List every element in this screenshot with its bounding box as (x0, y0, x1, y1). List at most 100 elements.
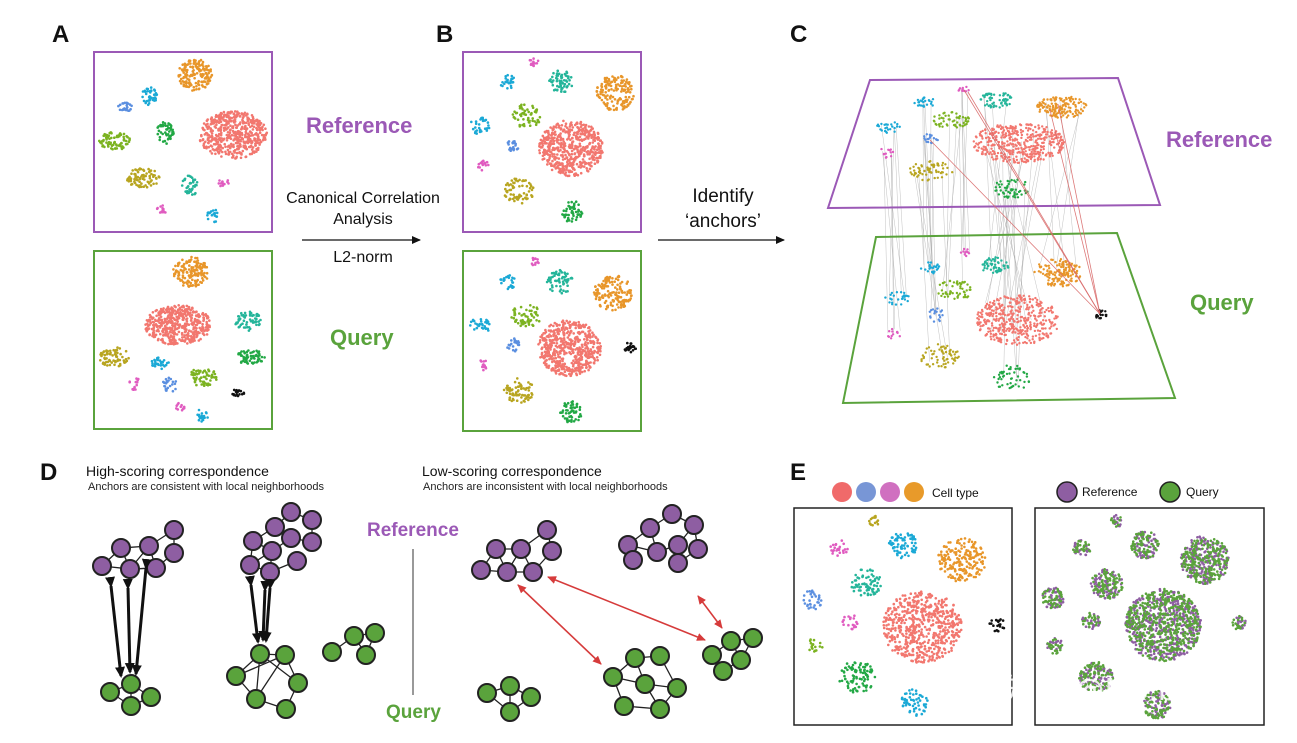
legend-cell-type-swatch (880, 482, 900, 502)
cca-label-line2: Analysis (333, 211, 393, 228)
panel-label-b: B (436, 21, 453, 48)
panel-c-ref-cluster (1036, 95, 1088, 119)
graph-node (614, 696, 634, 716)
graph-node (713, 661, 733, 681)
panel-e-dataset-box (1034, 507, 1265, 726)
anchor-line (1011, 151, 1043, 325)
graph-node (120, 559, 140, 579)
legend-cell-type-swatch (904, 482, 924, 502)
panel-c-ref-cluster (932, 111, 970, 129)
panel-label-a: A (52, 21, 69, 48)
legend-cell-type-swatch (856, 482, 876, 502)
query-graph-low-2 (603, 646, 687, 719)
panel-e-celltype-cluster (887, 532, 918, 560)
cca-label-line1: Canonical Correlation (286, 190, 440, 207)
panel-c-ref-cluster (909, 160, 954, 182)
panel-b-query-cluster (592, 274, 633, 312)
graph-node (100, 682, 120, 702)
graph-node (250, 644, 270, 664)
panel-c-query-cluster (937, 279, 972, 300)
query-graph-low-3 (702, 628, 763, 681)
graph-node (164, 520, 184, 540)
panel-e-celltype-cluster (841, 614, 859, 631)
anchor-line (983, 94, 992, 268)
good-anchor-arrow (258, 580, 271, 642)
graph-node (92, 556, 112, 576)
panel-c-query-cluster (981, 256, 1010, 274)
identify-label-line2: ‘anchors’ (685, 211, 761, 232)
panel-e-query-cells (1081, 611, 1101, 629)
anchor-line (1000, 134, 1045, 319)
graph-node (288, 673, 308, 693)
panel-e-celltype-cluster (882, 590, 963, 664)
graph-node (623, 550, 643, 570)
panel-c-query-label: Query (1190, 290, 1254, 315)
panel-e-query-cells (1180, 538, 1230, 585)
panel-a (93, 51, 273, 430)
panel-a-query-cluster (162, 376, 178, 393)
panel-e-celltype-cluster (808, 638, 824, 653)
panel-c-query-cluster (1033, 258, 1082, 288)
graph-node (356, 645, 376, 665)
panel-c (826, 76, 1177, 405)
graph-node (262, 541, 282, 561)
panel-b-query-cluster (469, 318, 491, 332)
anchor-line (1055, 111, 1080, 268)
graph-node (500, 676, 520, 696)
neighborhood-graphs (92, 502, 763, 722)
anchor-line (922, 102, 925, 265)
panel-a-ref-cluster (180, 174, 199, 196)
graph-node (302, 532, 322, 552)
panel-b-ref-cluster (477, 159, 490, 172)
panel-e-celltype-cluster (838, 661, 877, 694)
panel-c-ref-cluster (972, 123, 1066, 164)
panel-d: High-scoring correspondence Anchors are … (86, 463, 763, 723)
panel-c-ref-cluster (994, 178, 1029, 199)
panel-b-query-box (462, 250, 642, 432)
graph-node (523, 562, 543, 582)
panel-c-query-cluster (920, 343, 960, 369)
panel-a-reference-label: Reference (306, 113, 412, 138)
graph-node (662, 504, 682, 524)
panel-c-query-cluster (884, 291, 910, 306)
anchor-line (942, 117, 962, 292)
graph-node (260, 562, 280, 582)
panel-b-query-cluster (502, 377, 534, 404)
graph-node (243, 531, 263, 551)
query-graph-high-1 (100, 674, 161, 716)
query-graph-low-1 (477, 676, 541, 722)
panel-b-ref-cluster (470, 116, 491, 135)
panel-e-celltype-cluster (900, 688, 929, 717)
graph-node (511, 539, 531, 559)
panel-c-ref-cluster (880, 147, 895, 159)
panel-b-ref-cluster (548, 69, 574, 93)
legend-cell-type-label: Cell type (932, 486, 979, 500)
panel-label-d: D (40, 459, 57, 486)
bad-anchor-arrow (697, 595, 723, 629)
graph-node (647, 542, 667, 562)
ref-graph-high-1 (92, 520, 184, 579)
panel-b-clusters (469, 57, 637, 424)
graph-node (146, 558, 166, 578)
panel-e-celltype-cluster (937, 537, 987, 583)
legend-query-swatch (1159, 481, 1181, 503)
anchor-line (931, 137, 937, 317)
graph-node (164, 543, 184, 563)
graph-node (625, 648, 645, 668)
graph-node (497, 562, 517, 582)
panel-e-celltype-cluster (868, 514, 880, 527)
panel-label-c: C (790, 21, 807, 48)
low-scoring-subtitle: Anchors are inconsistent with local neig… (423, 481, 668, 493)
panel-e-celltype-box (793, 507, 1013, 726)
panel-a-reference-box (93, 51, 273, 233)
panel-c-query-cluster (887, 327, 901, 340)
graph-node (731, 650, 751, 670)
panel-a-query-cluster (175, 401, 186, 412)
anchor-line (890, 152, 895, 330)
panel-b-query-unmatched-cluster (623, 341, 637, 354)
anchor-line (1002, 141, 1005, 334)
panel-b-ref-cluster (506, 140, 520, 152)
graph-node (322, 642, 342, 662)
anchor-line (1017, 189, 1026, 387)
panel-c-query-cluster (959, 247, 971, 258)
